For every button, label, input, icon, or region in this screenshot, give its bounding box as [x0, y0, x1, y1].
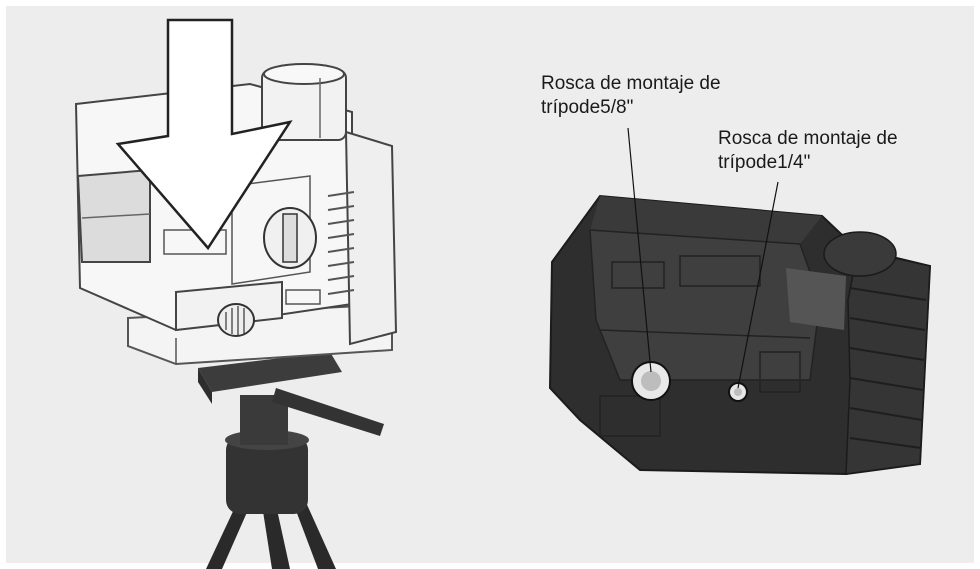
callout-thread-5-8: Rosca de montaje de trípode5/8" [541, 72, 721, 120]
leader-line-5-8 [627, 127, 652, 373]
insert-direction-arrow-icon [115, 18, 293, 251]
callout-thread-1-4: Rosca de montaje de trípode1/4" [718, 127, 898, 175]
callout-thread-1-4-line2: trípode1/4" [718, 152, 811, 173]
callout-thread-1-4-line1: Rosca de montaje de [718, 128, 898, 149]
callout-thread-5-8-line1: Rosca de montaje de [541, 73, 721, 94]
leader-line-1-4 [737, 181, 779, 389]
callout-thread-5-8-line2: trípode5/8" [541, 97, 634, 118]
